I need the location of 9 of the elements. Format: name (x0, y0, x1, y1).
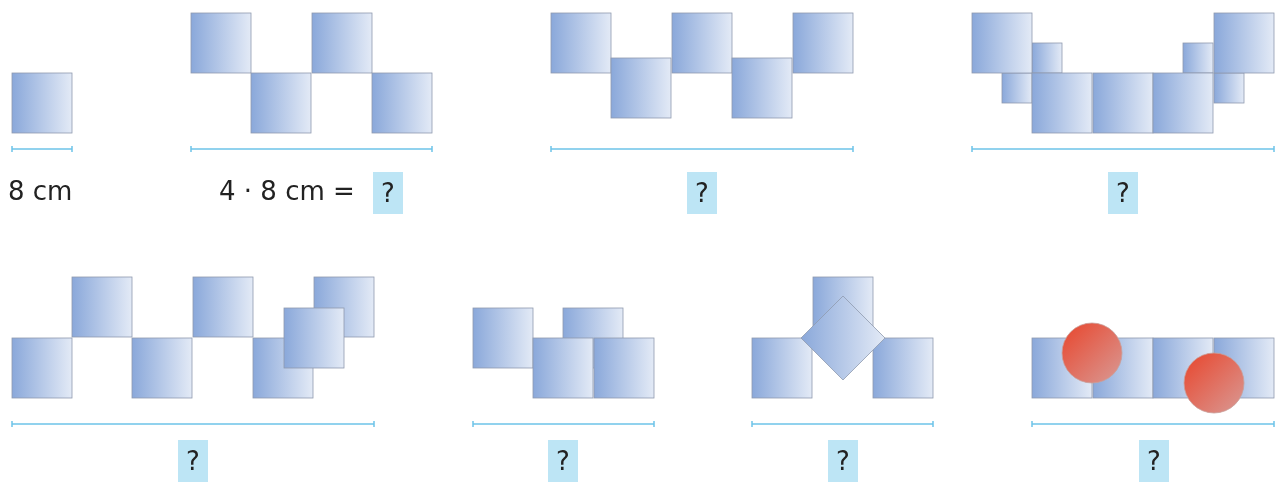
answer-box: ? (687, 172, 717, 214)
answer-box: ? (1108, 172, 1138, 214)
answer-box: ? (548, 440, 578, 482)
answer-box: ? (178, 440, 208, 482)
answer-box: ? (828, 440, 858, 482)
measure-text: 4 · 8 cm = (219, 175, 355, 208)
measure-text: 8 cm (8, 175, 73, 208)
answer-box: ? (1139, 440, 1169, 482)
answer-box: ? (373, 172, 403, 214)
